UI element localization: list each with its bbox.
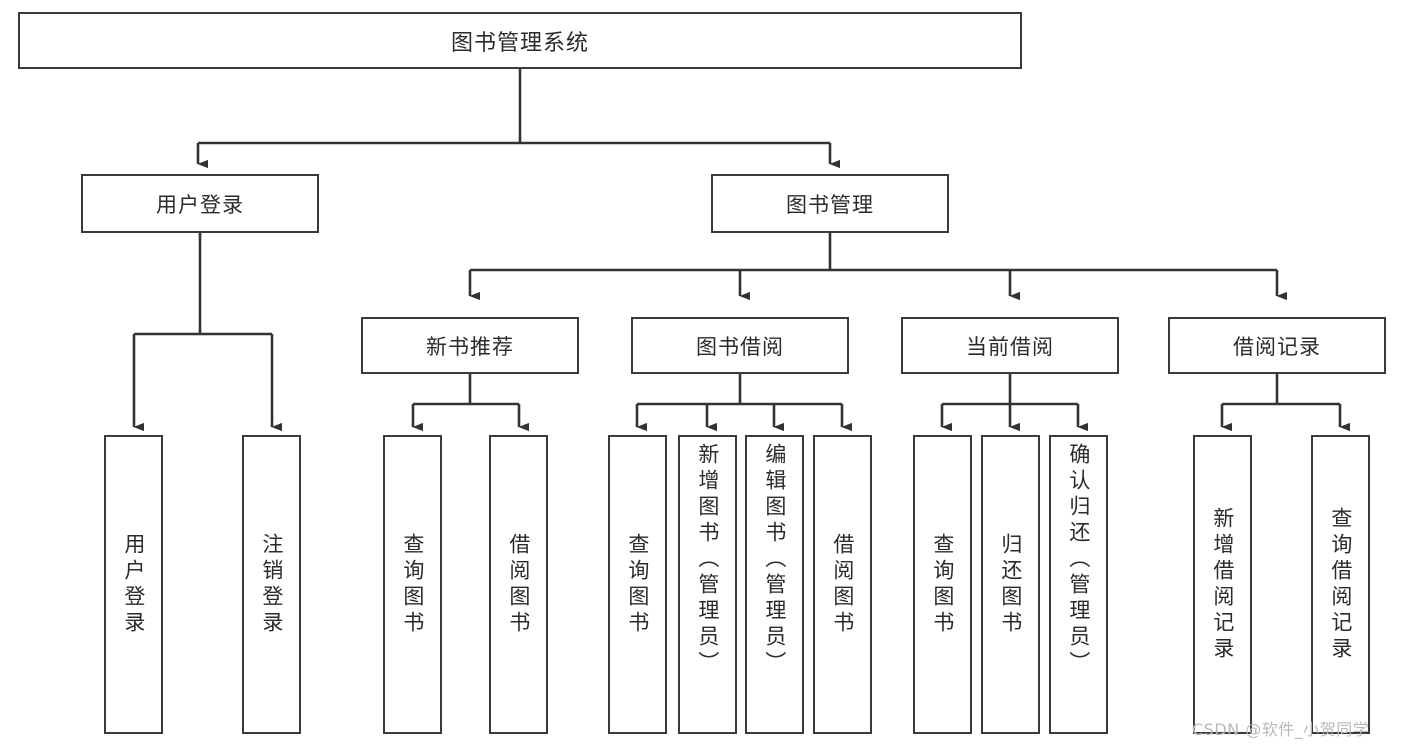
node-new-book-recommend-label: 新书推荐	[426, 334, 514, 359]
leaf-query-book-1-label: 查询图书	[400, 532, 425, 637]
leaf-user-login-label: 用户登录	[121, 532, 146, 637]
node-borrow-record[interactable]: 借阅记录	[1168, 317, 1386, 374]
csdn-watermark: CSDN @软件_小贺同学	[1192, 720, 1370, 739]
leaf-query-book-3-label: 查询图书	[930, 532, 955, 637]
node-new-book-recommend[interactable]: 新书推荐	[361, 317, 579, 374]
node-book-borrow-label: 图书借阅	[696, 334, 784, 359]
leaf-user-login[interactable]: 用户登录	[104, 435, 163, 734]
node-user-login[interactable]: 用户登录	[81, 174, 319, 233]
leaf-query-book-2-label: 查询图书	[625, 532, 650, 637]
leaf-logout[interactable]: 注销登录	[242, 435, 301, 734]
leaf-add-borrow-record[interactable]: 新增借阅记录	[1193, 435, 1252, 734]
node-book-manage[interactable]: 图书管理	[711, 174, 949, 233]
leaf-return-book-label: 归还图书	[998, 532, 1023, 637]
leaf-edit-book-label: 编辑图书（管理员）	[762, 443, 787, 677]
leaf-borrow-book-2[interactable]: 借阅图书	[813, 435, 872, 734]
leaf-add-borrow-record-label: 新增借阅记录	[1210, 506, 1235, 663]
leaf-query-book-1[interactable]: 查询图书	[383, 435, 442, 734]
node-current-borrow-label: 当前借阅	[966, 334, 1054, 359]
leaf-query-book-3[interactable]: 查询图书	[913, 435, 972, 734]
leaf-borrow-book-1[interactable]: 借阅图书	[489, 435, 548, 734]
leaf-return-book[interactable]: 归还图书	[981, 435, 1040, 734]
leaf-query-borrow-record[interactable]: 查询借阅记录	[1311, 435, 1370, 734]
leaf-logout-label: 注销登录	[259, 532, 284, 637]
leaf-edit-book[interactable]: 编辑图书（管理员）	[745, 435, 804, 734]
leaf-confirm-return-label: 确认归还（管理员）	[1066, 443, 1091, 677]
leaf-query-book-2[interactable]: 查询图书	[608, 435, 667, 734]
node-book-manage-label: 图书管理	[786, 192, 874, 217]
node-user-login-label: 用户登录	[156, 192, 244, 217]
node-root-label: 图书管理系统	[450, 30, 589, 56]
node-root[interactable]: 图书管理系统	[18, 12, 1022, 69]
leaf-add-book[interactable]: 新增图书（管理员）	[678, 435, 737, 734]
leaf-query-borrow-record-label: 查询借阅记录	[1328, 506, 1353, 663]
leaf-borrow-book-1-label: 借阅图书	[506, 532, 531, 637]
node-current-borrow[interactable]: 当前借阅	[901, 317, 1119, 374]
node-borrow-record-label: 借阅记录	[1233, 334, 1321, 359]
leaf-confirm-return[interactable]: 确认归还（管理员）	[1049, 435, 1108, 734]
leaf-add-book-label: 新增图书（管理员）	[695, 443, 720, 677]
leaf-borrow-book-2-label: 借阅图书	[830, 532, 855, 637]
node-book-borrow[interactable]: 图书借阅	[631, 317, 849, 374]
